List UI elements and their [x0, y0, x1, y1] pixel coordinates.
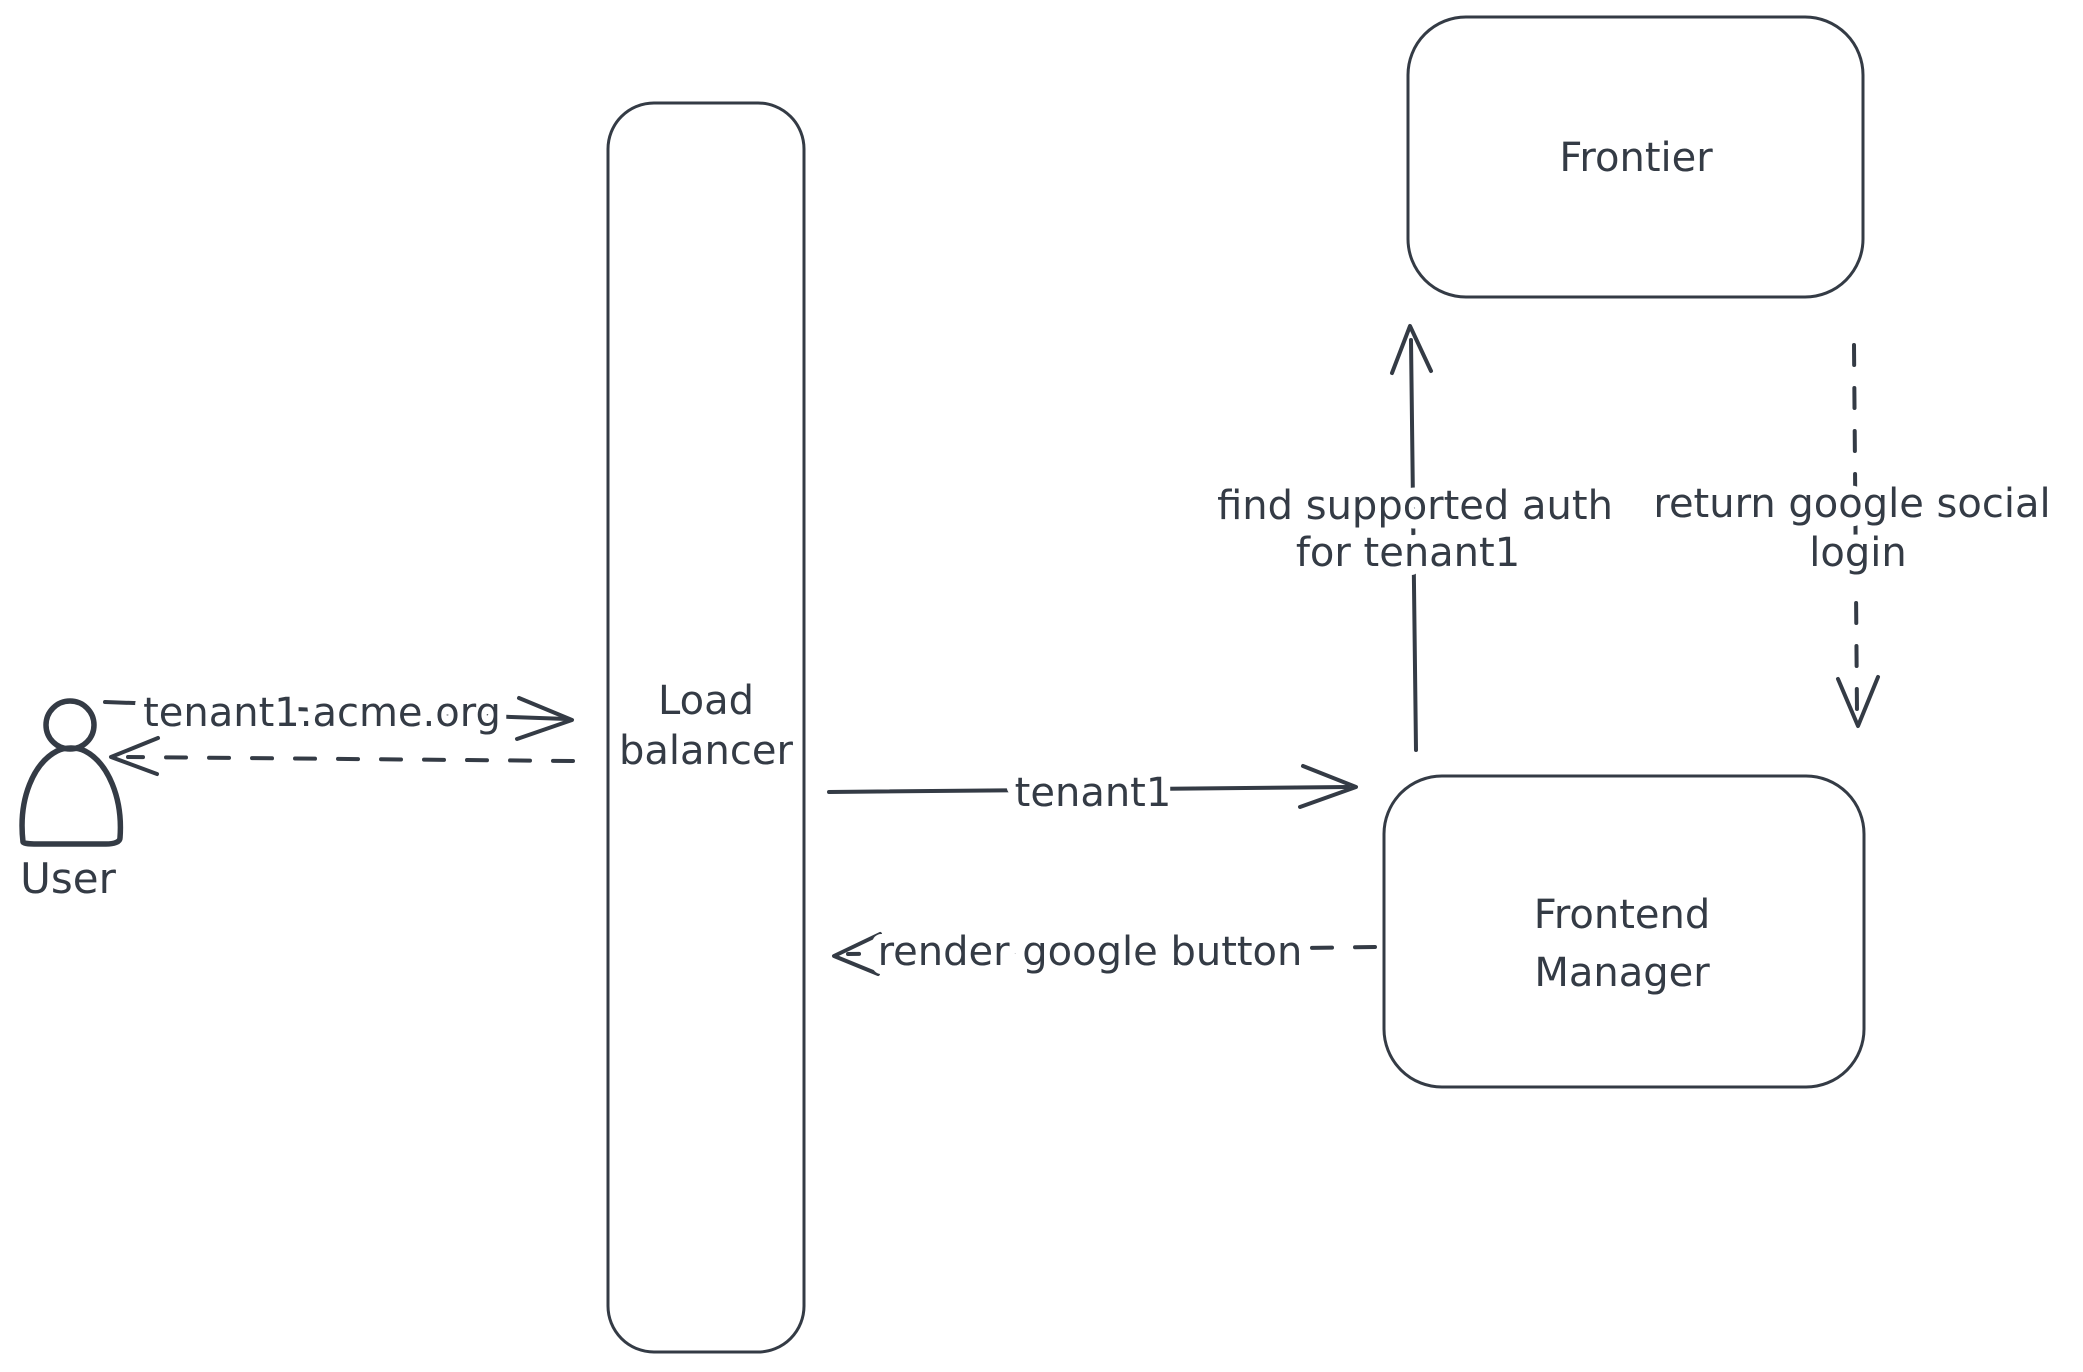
edge-lb-to-fm-label: tenant1 — [1015, 770, 1172, 816]
edge-line — [827, 785, 1350, 794]
edge-load-balancer-to-user — [109, 736, 575, 776]
frontend-manager-label-line2: Manager — [1534, 950, 1710, 996]
actor-user-label: User — [20, 854, 116, 903]
edge-fm-to-lb-label: render google button — [878, 929, 1303, 975]
edge-line — [846, 945, 1377, 956]
node-load-balancer: Load balancer — [606, 101, 806, 1354]
node-frontend-manager: Frontend Manager — [1382, 774, 1866, 1089]
arrowhead-up-icon — [1390, 324, 1433, 375]
edge-frontier-to-fm-label-line1: return google social — [1653, 481, 2050, 527]
load-balancer-label-line1: Load — [658, 678, 754, 724]
edge-frontend-manager-to-load-balancer: render google button — [832, 920, 1377, 984]
edge-load-balancer-to-frontend-manager: tenant1 — [827, 761, 1358, 825]
arrowhead-right-icon — [1298, 764, 1358, 809]
actor-user: User — [19, 698, 124, 903]
edge-line — [1852, 343, 1859, 714]
arrowhead-down-icon — [1836, 675, 1880, 728]
person-head — [43, 698, 97, 752]
edge-user-to-load-balancer: tenant1.acme.org — [103, 681, 574, 745]
edge-line — [103, 700, 569, 721]
load-balancer-label-line2: balancer — [619, 728, 793, 774]
edge-line — [126, 755, 575, 763]
frontier-label: Frontier — [1559, 135, 1713, 181]
frontend-manager-label-line1: Frontend — [1534, 892, 1711, 938]
frontier-box — [1406, 15, 1865, 299]
person-body — [19, 745, 124, 847]
frontend-manager-box — [1382, 774, 1866, 1089]
load-balancer-box — [606, 101, 806, 1354]
edge-frontend-manager-to-frontier: find supported auth for tenant1 — [1208, 324, 1622, 752]
edge-user-to-lb-label: tenant1.acme.org — [143, 690, 501, 736]
node-frontier: Frontier — [1406, 15, 1865, 299]
edge-frontier-to-frontend-manager: return google social login — [1644, 343, 2060, 728]
edge-line — [1409, 338, 1418, 752]
arrowhead-left-icon — [109, 736, 160, 776]
person-icon — [19, 698, 124, 847]
arrowhead-right-icon — [515, 696, 574, 741]
edge-fm-to-frontier-label-line1: find supported auth — [1217, 483, 1613, 529]
edge-fm-to-frontier-label-line2: for tenant1 — [1296, 530, 1520, 576]
edge-frontier-to-fm-label-line2: login — [1809, 530, 1906, 576]
arrowhead-left-icon — [832, 932, 882, 976]
